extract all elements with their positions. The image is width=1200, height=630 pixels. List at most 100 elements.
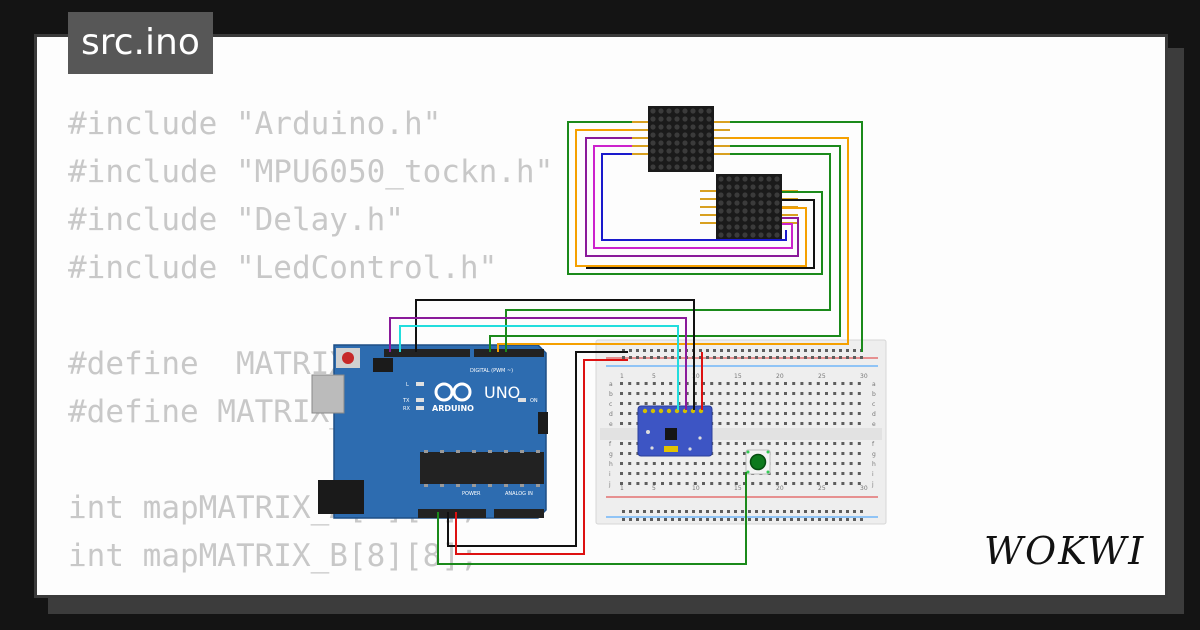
matrix-led <box>766 216 772 222</box>
matrix-led <box>726 232 732 238</box>
matrix-led <box>734 208 740 214</box>
breadboard-hole <box>846 510 849 513</box>
matrix-led <box>658 164 664 170</box>
breadboard-hole <box>857 392 861 395</box>
matrix-led <box>726 224 732 230</box>
breadboard-hole <box>652 382 656 385</box>
breadboard-hole <box>833 482 837 485</box>
matrix-b-leds <box>718 176 780 238</box>
breadboard-hole <box>620 442 623 445</box>
breadboard-hole <box>808 472 812 475</box>
breadboard-hole <box>849 452 853 455</box>
breadboard-hole <box>759 442 763 445</box>
matrix-led <box>742 224 748 230</box>
breadboard-hole <box>792 422 796 425</box>
code-editor-background: #include "Arduino.h" #include "MPU6050_t… <box>68 100 553 580</box>
matrix-led <box>666 124 672 130</box>
matrix-led <box>726 200 732 206</box>
breadboard-hole <box>800 472 804 475</box>
matrix-led <box>766 176 772 182</box>
breadboard-hole <box>636 510 639 513</box>
breadboard-hole <box>734 518 737 521</box>
breadboard-hole <box>734 349 737 352</box>
file-tab[interactable]: src.ino <box>68 12 213 74</box>
breadboard-hole <box>685 482 689 485</box>
matrix-led <box>758 216 764 222</box>
breadboard-hole <box>726 382 730 385</box>
breadboard-hole <box>833 412 837 415</box>
matrix-led <box>774 216 780 222</box>
breadboard-hole <box>743 462 746 465</box>
row-letter: c <box>872 401 875 408</box>
breadboard-hole <box>759 402 763 405</box>
led-label-on: ON <box>530 398 538 404</box>
matrix-led <box>698 140 704 146</box>
row-letter: i <box>609 471 611 478</box>
breadboard-hole <box>857 472 861 475</box>
matrix-led <box>682 132 688 138</box>
breadboard-hole <box>629 356 632 359</box>
breadboard-hole <box>790 510 793 513</box>
breadboard-hole <box>713 349 716 352</box>
breadboard-hole <box>685 518 688 521</box>
reset-button[interactable] <box>342 352 354 364</box>
matrix-led <box>706 140 712 146</box>
matrix-led <box>726 176 732 182</box>
breadboard-hole <box>800 482 804 485</box>
matrix-led <box>666 164 672 170</box>
matrix-led <box>774 176 780 182</box>
breadboard-hole <box>678 510 681 513</box>
breadboard-hole <box>699 349 702 352</box>
led-matrix-a[interactable] <box>632 106 730 172</box>
breadboard-hole <box>734 412 738 415</box>
matrix-led <box>766 232 772 238</box>
breadboard-hole <box>743 402 746 405</box>
breadboard-hole <box>792 462 796 465</box>
matrix-led <box>690 164 696 170</box>
breadboard-hole <box>841 442 845 445</box>
breadboard-hole <box>792 472 796 475</box>
breadboard-hole <box>664 510 667 513</box>
breadboard-hole <box>767 442 771 445</box>
breadboard-hole <box>726 412 730 415</box>
led-matrix-b[interactable] <box>700 174 798 240</box>
breadboard-hole <box>808 402 812 405</box>
breadboard-hole <box>800 422 804 425</box>
breadboard-hole <box>693 462 697 465</box>
breadboard-hole <box>622 349 625 352</box>
matrix-led <box>718 200 724 206</box>
breadboard-hole <box>839 510 842 513</box>
breadboard-hole <box>790 518 793 521</box>
matrix-led <box>658 140 664 146</box>
breadboard-hole <box>699 518 702 521</box>
breadboard-hole <box>775 452 779 455</box>
led-label-rx: RX <box>403 406 410 412</box>
breadboard-hole <box>849 472 853 475</box>
matrix-led <box>658 132 664 138</box>
matrix-led <box>674 148 680 154</box>
breadboard-hole <box>775 442 779 445</box>
arduino-uno-board[interactable]: UNO ARDUINO DIGITAL (PWM ~) POWER ANALOG… <box>311 344 548 519</box>
matrix-led <box>674 116 680 122</box>
row-letter: f <box>609 441 612 448</box>
breadboard-hole <box>857 482 861 485</box>
mpu6050-module[interactable] <box>637 405 713 457</box>
row-letter: b <box>609 391 613 398</box>
breadboard-hole <box>643 356 646 359</box>
breadboard-hole <box>685 402 689 405</box>
matrix-led <box>650 132 656 138</box>
matrix-led <box>766 208 772 214</box>
breadboard-hole <box>748 510 751 513</box>
breadboard-hole <box>644 462 648 465</box>
breadboard-hole <box>699 356 702 359</box>
breadboard-hole <box>762 518 765 521</box>
matrix-led <box>726 184 732 190</box>
breadboard-hole <box>726 452 730 455</box>
breadboard-hole <box>743 482 746 485</box>
breadboard-hole <box>841 462 845 465</box>
push-button[interactable] <box>745 449 771 475</box>
breadboard[interactable]: 1 5 10 15 20 25 30 1 5 10 15 20 25 30 a … <box>595 339 887 525</box>
breadboard-hole <box>790 349 793 352</box>
breadboard-hole <box>628 442 632 445</box>
matrix-led <box>766 184 772 190</box>
